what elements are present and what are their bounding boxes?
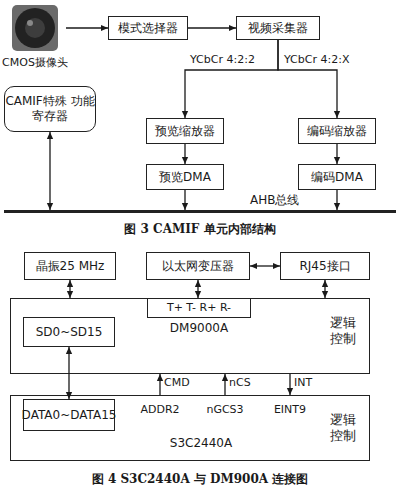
connector-arrow — [336, 190, 337, 210]
node-label: CMOS摄像头 — [0, 56, 70, 70]
camera-lens — [15, 8, 55, 48]
connector-arrow — [159, 374, 160, 395]
component-box: RJ45接口 — [280, 252, 370, 280]
edge-label: CMD — [164, 376, 190, 389]
node-label: 视频采集器 — [248, 21, 308, 36]
figure-caption: 图 4 S3C2440A 与 DM900A 连接图 — [0, 471, 400, 488]
edge-label: nCS — [229, 376, 251, 389]
node-label: RJ45接口 — [299, 259, 350, 274]
connector-arrow — [336, 144, 337, 164]
component-box: 以太网变压器 — [146, 252, 250, 280]
connector-arrow — [66, 27, 108, 28]
connector-arrow — [68, 347, 69, 399]
node-label: SD0~SD15 — [36, 325, 103, 340]
camera-node: CMOS摄像头 — [4, 2, 66, 54]
node-sublabel: 逻辑控制 — [329, 315, 357, 348]
node-label: S3C2440A — [131, 436, 271, 451]
figure-caption: 图 3 CAMIF 单元内部结构 — [0, 221, 400, 238]
pin-name: EINT9 — [270, 403, 310, 416]
node-label: 编码DMA — [311, 170, 363, 185]
node-label: AHB总线 — [250, 193, 299, 208]
bus-line: AHB总线 — [4, 210, 396, 213]
connector-arrow — [324, 280, 325, 298]
edge-label: YCbCr 4:2:X — [284, 53, 349, 66]
connector-arrow — [69, 280, 70, 298]
node-label: 以太网变压器 — [162, 259, 234, 274]
pin-name: ADDR2 — [140, 403, 180, 416]
node-label: DATA0~DATA15 — [22, 408, 117, 423]
component-box: 晶振25 MHz — [24, 252, 116, 280]
process-box: 预览缩放器 — [146, 118, 224, 144]
process-box: 模式选择器 — [108, 16, 188, 40]
node-label: 编码缩放器 — [307, 124, 367, 139]
node-label: 模式选择器 — [118, 21, 178, 36]
connector-arrow — [185, 40, 278, 118]
connector-arrow — [250, 265, 280, 266]
camera-body — [12, 5, 58, 51]
connector-arrow — [289, 374, 290, 395]
node-label: T+ T- R+ R- — [167, 301, 231, 315]
node-sublabel: 逻辑控制 — [329, 412, 357, 445]
camera-lens-inner — [25, 18, 45, 38]
pin-box: T+ T- R+ R- — [147, 298, 251, 318]
node-label: 晶振25 MHz — [36, 259, 105, 274]
register-box: CAMIF特殊 功能寄存器 — [4, 86, 96, 132]
connector-arrow — [184, 190, 185, 210]
dma-box: 编码DMA — [298, 164, 376, 190]
lens-highlight — [27, 20, 33, 26]
node-label: CAMIF特殊 功能寄存器 — [5, 94, 95, 124]
node-label: 预览DMA — [159, 170, 211, 185]
connector-arrow — [278, 40, 337, 118]
connector-arrow — [49, 132, 50, 210]
camera-illustration — [4, 2, 66, 54]
dma-box: 预览DMA — [146, 164, 224, 190]
connector-arrow — [224, 374, 225, 395]
edge-label: YCbCr 4:2:2 — [190, 53, 255, 66]
bus-pin-box: DATA0~DATA15 — [23, 399, 115, 431]
connector-arrow — [188, 27, 236, 28]
process-box: 视频采集器 — [236, 16, 320, 40]
connector-arrow — [184, 144, 185, 164]
process-box: 编码缩放器 — [298, 118, 376, 144]
node-label: DM9000A — [147, 321, 251, 336]
chip-box: DM9000A 逻辑控制 T+ T- R+ R- SD0~SD15 — [10, 298, 370, 374]
node-label: 预览缩放器 — [155, 124, 215, 139]
connector-arrow — [197, 280, 198, 298]
bus-pin-box: SD0~SD15 — [23, 317, 115, 347]
pin-name: nGCS3 — [203, 403, 247, 416]
chip-box: S3C2440A 逻辑控制 DATA0~DATA15 — [10, 395, 370, 461]
edge-label: INT — [294, 376, 312, 389]
